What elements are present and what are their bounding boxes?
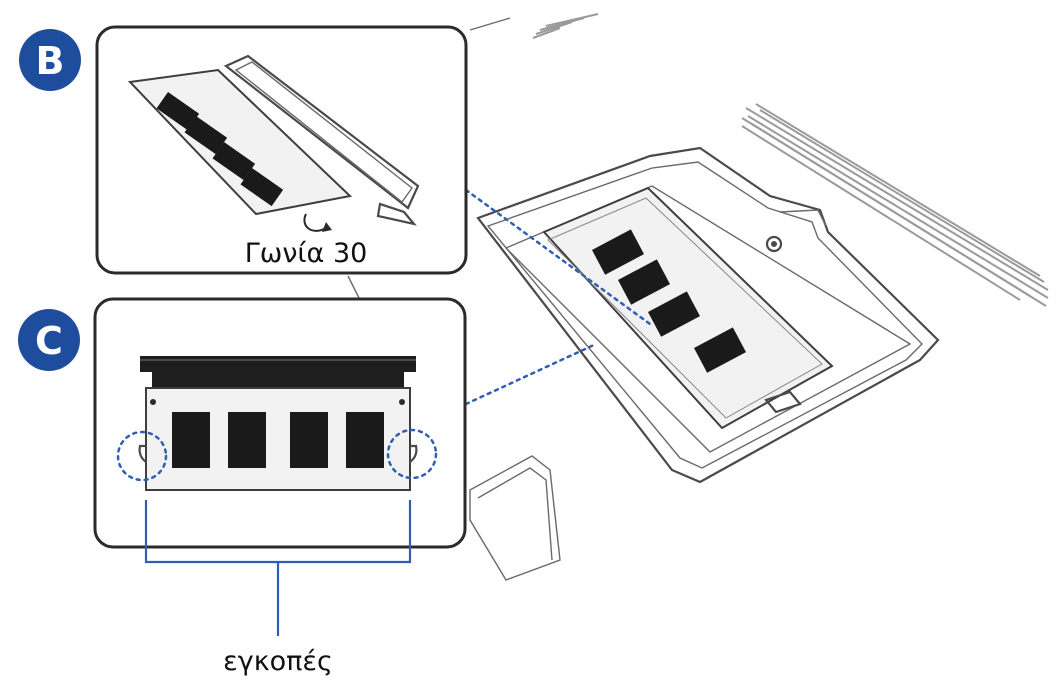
installed-ram-module [542, 186, 834, 430]
step-b-letter: B [36, 39, 65, 83]
step-c-badge: C [18, 309, 80, 371]
notches-bracket [144, 500, 412, 636]
rotate-arrow-icon [303, 213, 327, 232]
chip-front-1 [172, 412, 210, 468]
notches-label: εγκοπές [223, 646, 333, 677]
step-c-panel [93, 297, 467, 549]
top-vent [532, 13, 599, 39]
chip-4 [694, 327, 746, 373]
leader-lines [464, 188, 652, 406]
step-c-letter: C [35, 319, 63, 363]
chip-3 [648, 291, 700, 337]
ram-module-front [138, 387, 418, 491]
step-b-panel: Γωνία 30 [95, 25, 468, 275]
laptop-memory-bay [347, 13, 1049, 581]
chip-front-4 [346, 412, 384, 468]
left-notch-highlight [116, 430, 168, 482]
step-b-badge: B [19, 29, 81, 91]
chip-2 [618, 259, 670, 305]
chip-front-3 [290, 412, 328, 468]
angle-caption: Γωνία 30 [245, 238, 368, 269]
side-vent-grille [741, 103, 1049, 307]
angled-ram-module [127, 68, 353, 216]
right-notch-highlight [386, 428, 438, 480]
chip-front-2 [228, 412, 266, 468]
chip-1 [592, 229, 644, 275]
